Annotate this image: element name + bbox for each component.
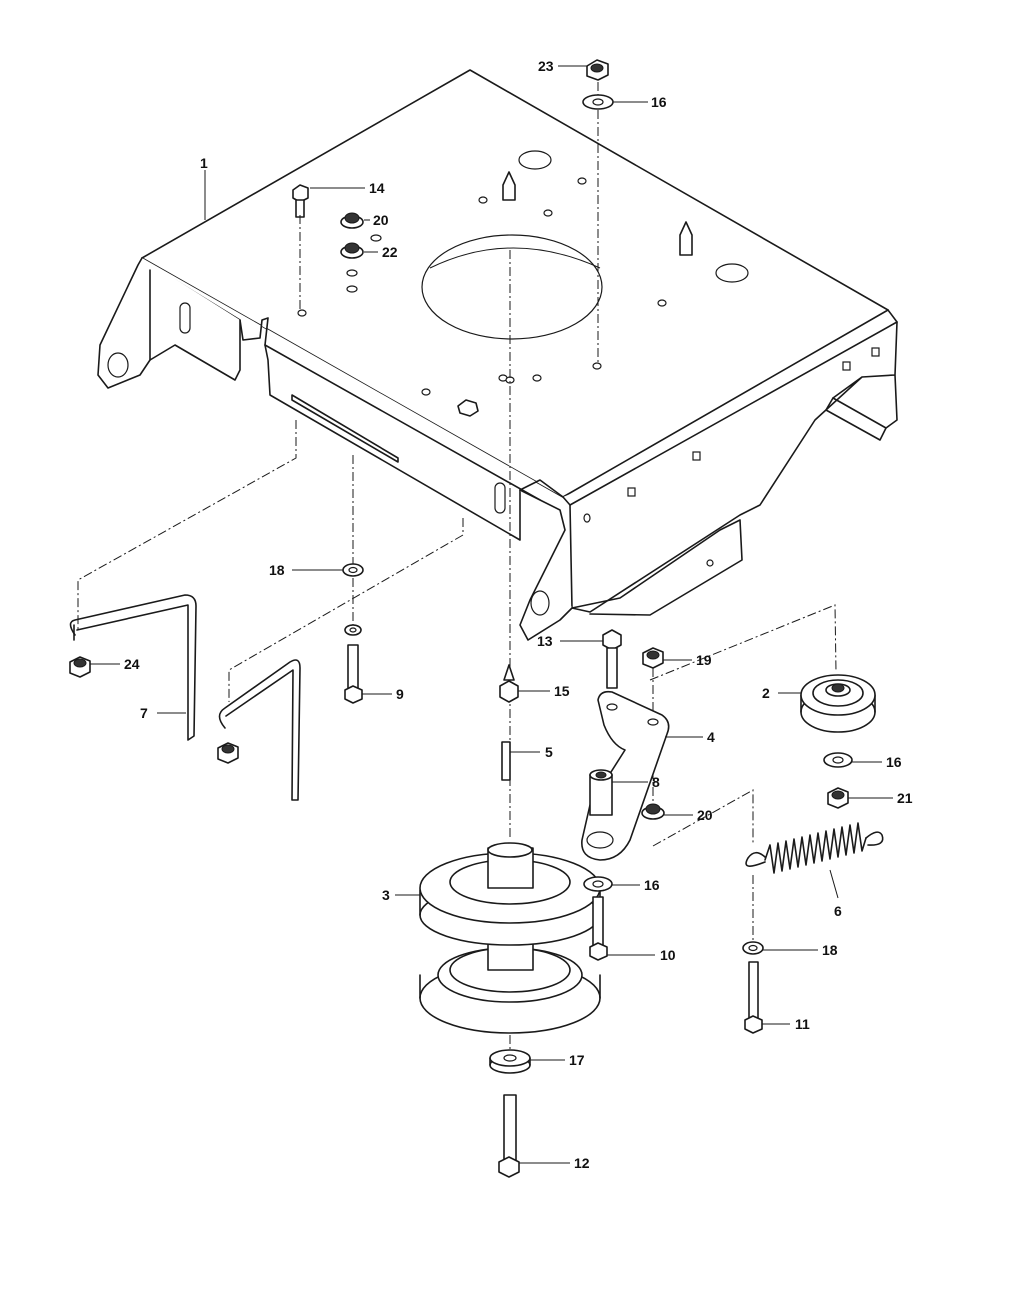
nut-21 — [827, 787, 849, 809]
nut-20-arm — [641, 803, 665, 820]
nut-22 — [340, 242, 364, 293]
washer-18-left — [342, 563, 364, 577]
callout-18-right: 18 — [822, 942, 838, 958]
callout-23: 23 — [538, 58, 554, 74]
nut-23 — [586, 59, 609, 81]
pulley-3 — [419, 842, 601, 1034]
callout-6: 6 — [834, 903, 842, 919]
callout-16-right: 16 — [886, 754, 902, 770]
washer-16-top — [582, 94, 614, 110]
spacer-17 — [489, 1049, 531, 1074]
bolt-12 — [498, 1094, 520, 1178]
callout-8: 8 — [652, 774, 660, 790]
callout-10: 10 — [660, 947, 676, 963]
callout-15: 15 — [554, 683, 570, 699]
callout-21: 21 — [897, 790, 913, 806]
idler-pulley-2 — [800, 674, 876, 733]
callout-5: 5 — [545, 744, 553, 760]
callout-17: 17 — [569, 1052, 585, 1068]
idler-arm-4 — [581, 690, 670, 861]
rod-second — [218, 659, 301, 801]
nut-24-mid — [217, 742, 239, 764]
callout-20-top: 20 — [373, 212, 389, 228]
bolt-10 — [589, 896, 608, 961]
callout-18-left: 18 — [269, 562, 285, 578]
washer-16-arm — [583, 876, 613, 892]
assembly-lines — [77, 82, 837, 1050]
nut-24-left — [69, 656, 91, 678]
bolt-11 — [744, 961, 763, 1034]
leader-lines — [90, 65, 893, 1164]
callout-12: 12 — [574, 1155, 590, 1171]
callout-4: 4 — [707, 729, 715, 745]
nut-20-top — [340, 212, 364, 229]
callout-24: 24 — [124, 656, 140, 672]
callout-19: 19 — [696, 652, 712, 668]
callout-11: 11 — [795, 1016, 810, 1032]
callout-13: 13 — [537, 633, 553, 649]
nut-19 — [642, 647, 664, 669]
spring-6 — [745, 822, 884, 874]
callout-7: 7 — [140, 705, 148, 721]
callout-2: 2 — [762, 685, 770, 701]
callout-16-arm: 16 — [644, 877, 660, 893]
bushing-8 — [589, 769, 613, 816]
washer-18-right — [742, 941, 764, 955]
callout-14: 14 — [369, 180, 385, 196]
callout-3: 3 — [382, 887, 390, 903]
callout-22: 22 — [382, 244, 398, 260]
callout-1: 1 — [200, 155, 208, 171]
key-5 — [501, 741, 511, 781]
rod-7 — [69, 594, 197, 741]
callout-labels: 1 14 20 22 23 16 18 9 24 7 15 5 3 17 12 … — [124, 58, 913, 1171]
callout-16-top: 16 — [651, 94, 667, 110]
stud-15 — [499, 664, 519, 703]
washer-16-right — [823, 752, 853, 768]
callout-20-arm: 20 — [697, 807, 713, 823]
main-plate — [97, 69, 898, 641]
bolt-13 — [602, 629, 622, 689]
bolt-9 — [344, 624, 363, 704]
callout-9: 9 — [396, 686, 404, 702]
